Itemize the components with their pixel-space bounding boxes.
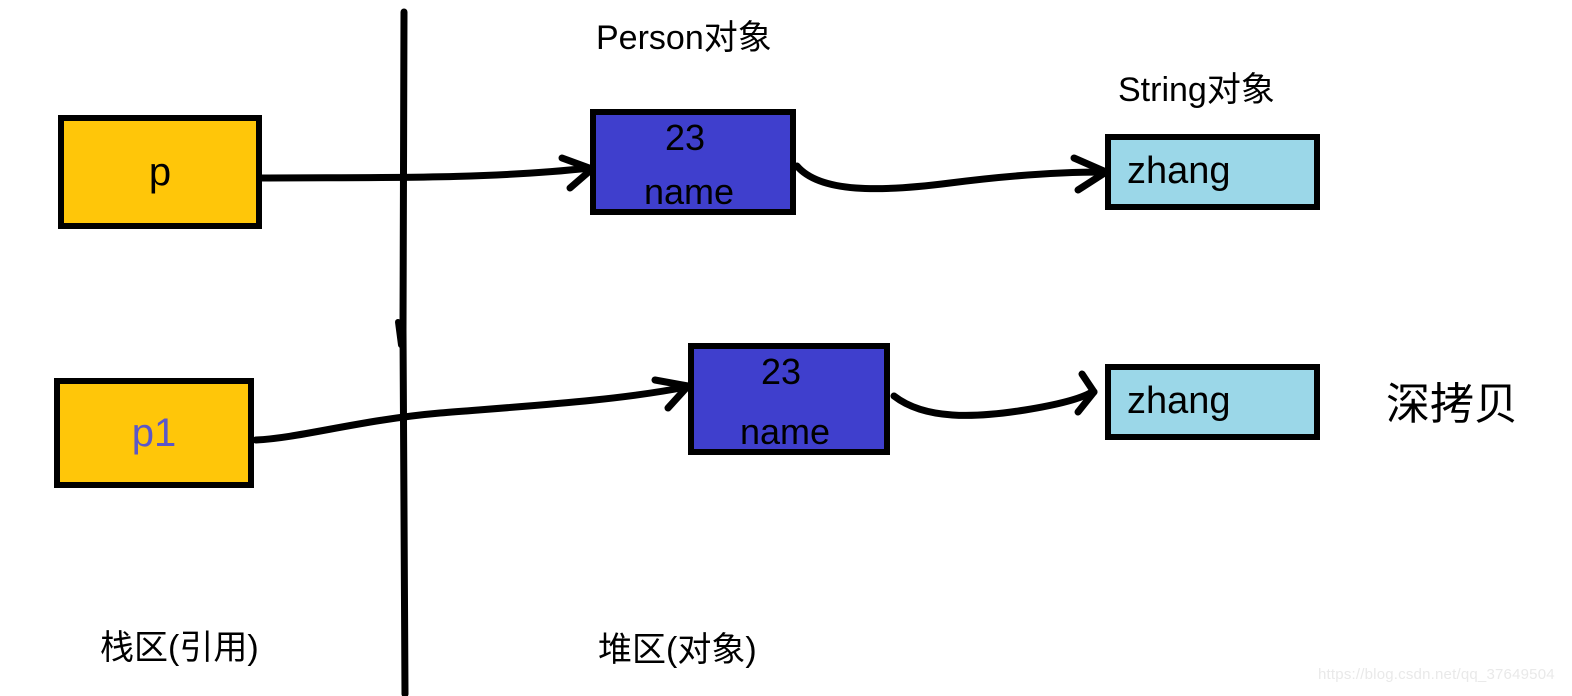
stack-heap-divider-icon [395,8,409,696]
string-object-box-2[interactable]: zhang [1105,364,1320,440]
person-2-age-value: 23 [760,351,802,392]
stack-box-p-label: p [148,150,172,194]
stack-box-p1[interactable]: p1 [54,378,254,488]
deep-copy-note: 深拷贝 [1386,380,1518,429]
arrow-p-to-person1-icon [258,154,596,192]
person-object-box-1[interactable]: 23 name [590,109,796,215]
person-object-box-2[interactable]: 23 name [688,343,890,455]
arrow-p1-to-person2-icon [252,376,692,444]
person-1-age-value: 23 [664,117,706,158]
stack-box-p1-label: p1 [131,411,177,455]
watermark-text: https://blog.csdn.net/qq_37649504 [1318,666,1555,683]
region-label-heap: 堆区(对象) [598,631,757,669]
string-object-box-1[interactable]: zhang [1105,134,1320,210]
string-2-value: zhang [1127,380,1231,423]
person-2-name-field: name [739,411,831,453]
stack-box-p[interactable]: p [58,115,262,229]
arrow-person1-to-string1-icon [793,154,1110,194]
person-1-name-field: name [643,171,735,213]
string-1-value: zhang [1127,150,1231,193]
arrow-person2-to-string2-icon [890,370,1098,419]
region-label-stack: 栈区(引用) [100,629,259,667]
string-object-caption: String对象 [1118,71,1275,109]
person-object-caption: Person对象 [596,19,772,57]
